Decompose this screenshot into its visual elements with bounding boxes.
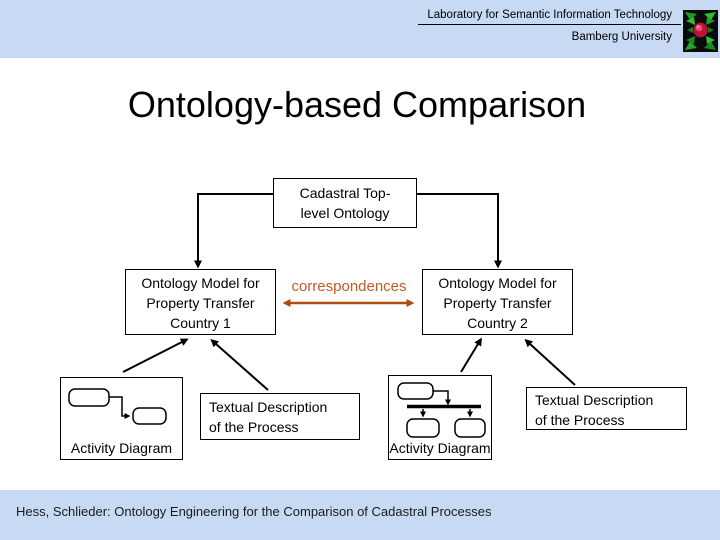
activity-diagram-label: Activity Diagram (389, 440, 491, 456)
box-text-line: Cadastral Top- (299, 185, 391, 201)
textual-description-left-box: Textual Description of the Process (200, 393, 360, 440)
header-band (0, 0, 720, 58)
activity-diagram-label: Activity Diagram (70, 440, 173, 456)
box-text-line: of the Process (535, 412, 625, 428)
textual-description-right-box: Textual Description of the Process (526, 387, 687, 430)
slide-title: Ontology-based Comparison (127, 84, 587, 125)
box-text-line: Textual Description (209, 399, 328, 415)
box-text-line: Property Transfer (146, 295, 255, 311)
footer-citation: Hess, Schlieder: Ontology Engineering fo… (16, 504, 492, 519)
ontology-model-country1-box: Ontology Model for Property Transfer Cou… (125, 269, 276, 335)
box-text-line: level Ontology (300, 205, 390, 221)
box-text-line: Country 2 (467, 315, 528, 331)
activity-diagram-left-box: Activity Diagram (60, 377, 183, 460)
cadastral-top-level-ontology-box: Cadastral Top- level Ontology (273, 178, 417, 228)
box-text-line: Country 1 (170, 315, 231, 331)
activity-flow-icon (68, 388, 167, 425)
header-lab-name: Laboratory for Semantic Information Tech… (418, 9, 681, 25)
box-text-line: Ontology Model for (438, 275, 557, 291)
activity-diagram-right-box: Activity Diagram (388, 375, 492, 460)
footer-band (0, 490, 720, 540)
ontology-model-country2-box: Ontology Model for Property Transfer Cou… (422, 269, 573, 335)
bamberg-university-logo-icon (683, 10, 718, 52)
correspondences-label: correspondences (291, 278, 407, 295)
box-text-line: Ontology Model for (141, 275, 260, 291)
box-text-line: Property Transfer (443, 295, 552, 311)
box-text-line: Textual Description (535, 392, 654, 408)
box-text-line: of the Process (209, 419, 299, 435)
activity-fork-icon (397, 382, 486, 438)
header-university-name: Bamberg University (571, 31, 672, 43)
